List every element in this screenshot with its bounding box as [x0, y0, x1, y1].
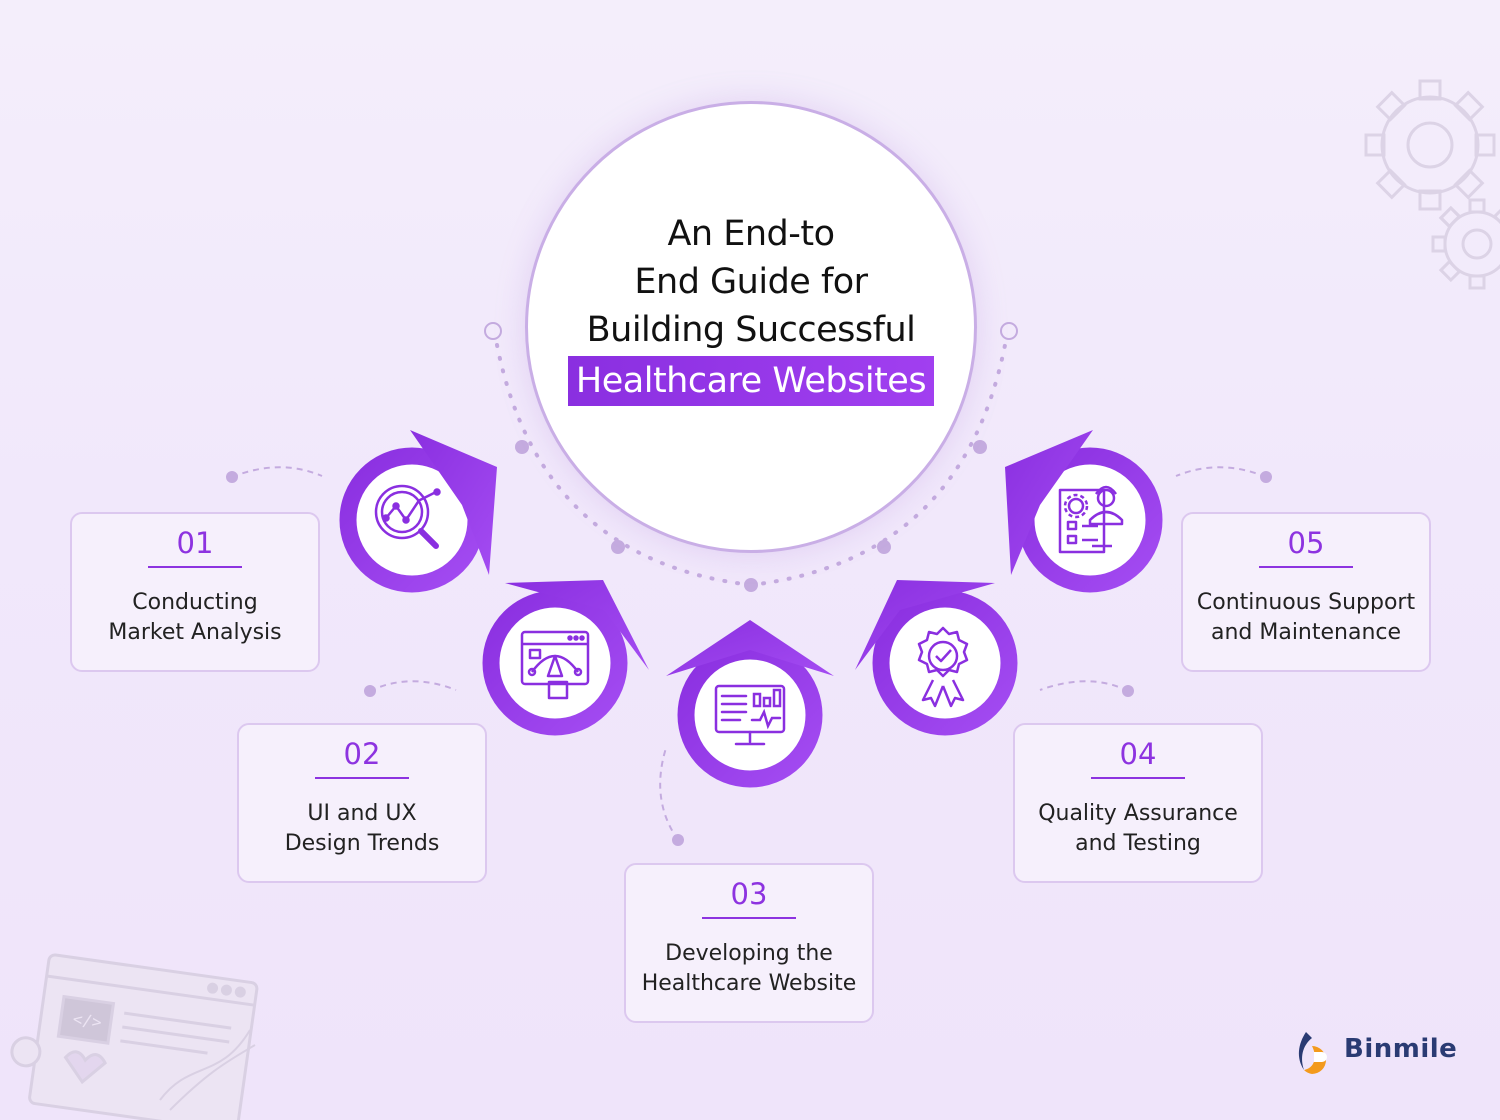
- title-line-2: End Guide for: [634, 262, 868, 302]
- market-analysis-icon: [374, 484, 441, 549]
- brand-name: Binmile: [1344, 1034, 1458, 1064]
- step-divider: [702, 917, 796, 919]
- step-card-02: 02 UI and UX Design Trends: [237, 723, 487, 883]
- title-highlight: Healthcare Websites: [567, 356, 935, 406]
- step-card-05: 05 Continuous Support and Maintenance: [1181, 512, 1431, 672]
- step-label: Developing the Healthcare Website: [641, 941, 857, 996]
- step-ring-05: [1005, 430, 1163, 593]
- step-ring-03: [666, 620, 834, 788]
- step-divider: [1259, 566, 1353, 568]
- step-card-04: 04 Quality Assurance and Testing: [1013, 723, 1263, 883]
- step-label: Quality Assurance and Testing: [1038, 801, 1238, 856]
- brand-logo: Binmile: [1292, 1028, 1457, 1078]
- step-ring-01: [339, 430, 497, 593]
- step-ring-02: [482, 580, 649, 736]
- step-card-01: 01 Conducting Market Analysis: [70, 512, 320, 672]
- step-divider: [1091, 777, 1185, 779]
- step-card-03: 03 Developing the Healthcare Website: [624, 863, 874, 1023]
- step-label: UI and UX Design Trends: [284, 801, 440, 856]
- title-circle: [525, 101, 977, 553]
- design-trends-icon: [520, 630, 590, 700]
- binmile-logo-icon: [1298, 1032, 1327, 1074]
- step-number: 04: [1119, 737, 1157, 771]
- step-ring-04: [855, 580, 1018, 736]
- step-number: 03: [730, 877, 768, 911]
- svg-text:</>: </>: [72, 1009, 103, 1032]
- step-label: Continuous Support and Maintenance: [1196, 590, 1416, 645]
- step-label: Conducting Market Analysis: [108, 590, 282, 645]
- web-development-icon: [714, 684, 786, 746]
- page-title: An End-to End Guide for Building Success…: [525, 210, 977, 406]
- quality-badge-icon: [917, 626, 969, 708]
- title-line-3: Building Successful: [586, 310, 916, 350]
- step-number: 02: [343, 737, 381, 771]
- step-number: 05: [1287, 526, 1325, 560]
- step-number: 01: [176, 526, 214, 560]
- step-divider: [148, 566, 242, 568]
- step-divider: [315, 777, 409, 779]
- title-line-1: An End-to: [667, 214, 835, 254]
- support-maintenance-icon: [1058, 485, 1124, 554]
